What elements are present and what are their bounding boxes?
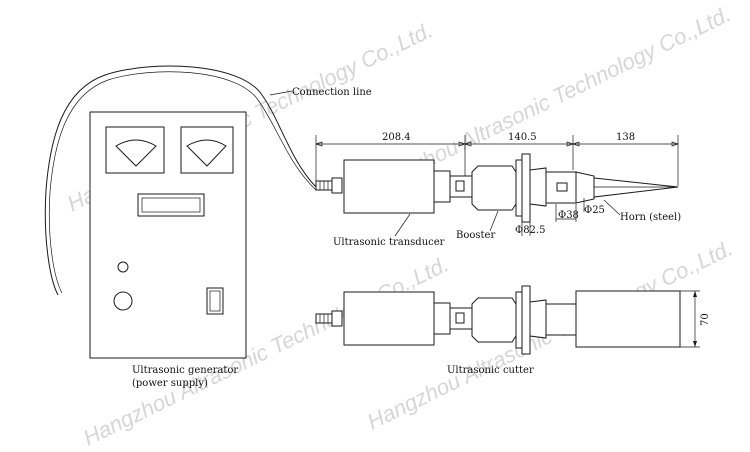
display-window [137,193,205,217]
bottom-booster [471,297,517,343]
power-switch [206,287,224,315]
bottom-booster-flange-outer [521,285,531,355]
bottom-booster-flange [515,291,523,349]
connection-cable [44,65,317,296]
dim-138: 138 [616,132,635,143]
connection-line-leader [269,90,293,96]
top-dimensions: 208.4 140.5 138 Φ82.5 Φ38 Φ25 [314,132,680,236]
transducer-leader [394,213,411,237]
dim-208: 208.4 [382,132,411,143]
top-booster [471,165,517,211]
horn-leader [603,199,621,216]
connection-line-label: Connection line [292,87,372,98]
horn-label: Horn (steel) [620,212,681,223]
top-booster-slot [455,180,465,192]
dia-38: Φ38 [558,210,579,221]
bottom-transducer-neck [433,302,451,335]
top-horn-blade [593,177,679,198]
top-transducer-neck [433,170,451,203]
top-horn-slot [556,182,568,192]
bottom-horn-neck [545,303,577,336]
dim-70: 70 [700,313,711,326]
meter-left [105,126,165,174]
generator-sublabel: (power supply) [132,378,208,389]
top-connector-nut [331,177,343,194]
bottom-assembly [315,285,681,355]
bottom-dimensions: 70 [680,290,711,348]
power-switch-inner [209,290,221,312]
dia-82-5: Φ82.5 [515,225,545,236]
bottom-transducer-body [343,291,435,346]
dia-25: Φ25 [584,205,605,216]
connection-cable-inner [48,71,317,294]
meter-left-dial [115,139,157,167]
dim-140: 140.5 [508,132,537,143]
meter-right-dial [186,139,227,167]
bottom-connector-nut [331,310,343,327]
top-booster-flange [515,159,523,217]
cutter-label: Ultrasonic cutter [447,365,534,376]
power-knob [113,291,133,311]
top-booster-flange-outer [521,153,531,223]
ultrasonic-generator [89,111,247,359]
top-horn-taper [575,171,595,204]
top-assembly [315,153,679,223]
booster-leader [489,210,499,232]
booster-label: Booster [456,230,495,241]
top-booster-tail [529,167,547,207]
bottom-cutter-head [575,290,681,348]
transducer-label: Ultrasonic transducer [333,237,445,248]
indicator-light [117,261,129,273]
meter-right [180,126,234,174]
bottom-booster-tail [529,299,547,339]
top-transducer-body [343,159,435,214]
generator-label: Ultrasonic generator [132,365,238,376]
display-window-inner [141,197,201,213]
bottom-booster-slot [455,312,465,324]
